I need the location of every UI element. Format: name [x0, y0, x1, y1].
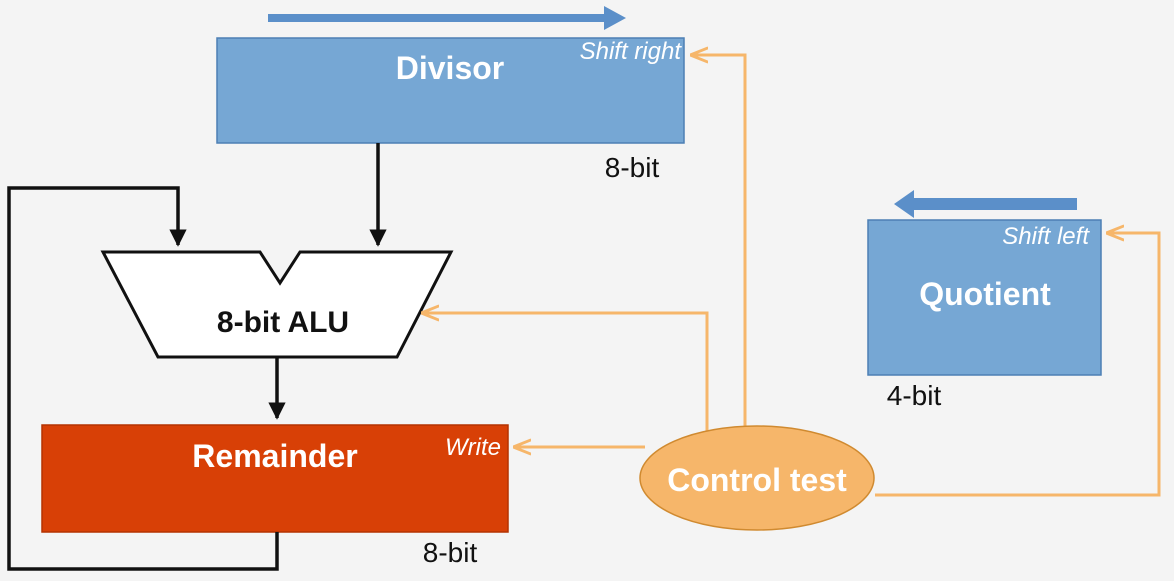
divisor-size-label: 8-bit — [605, 152, 660, 183]
alu-label: 8-bit ALU — [217, 306, 349, 339]
shift-left-arrow-icon — [894, 190, 1077, 218]
alu-block — [100, 250, 454, 359]
control-test-label: Control test — [667, 462, 847, 498]
remainder-feedback-arrow — [7, 186, 279, 571]
divisor-title: Divisor — [396, 50, 504, 86]
remainder-control-label: Write — [445, 434, 501, 461]
remainder-title: Remainder — [192, 438, 357, 474]
quotient-title: Quotient — [919, 276, 1051, 312]
divisor-control-label: Shift right — [580, 38, 683, 65]
control-test-unit — [639, 425, 875, 531]
shift-right-arrow-icon — [268, 6, 626, 30]
control-to-alu-line — [423, 313, 709, 434]
quotient-size-label: 4-bit — [887, 380, 942, 411]
quotient-control-label: Shift left — [1002, 223, 1090, 250]
control-to-divisor-line — [692, 55, 747, 430]
control-to-quotient-line — [875, 233, 1161, 497]
remainder-register — [41, 424, 509, 533]
quotient-register — [867, 219, 1102, 376]
remainder-size-label: 8-bit — [423, 537, 478, 568]
divisor-register — [216, 37, 685, 144]
